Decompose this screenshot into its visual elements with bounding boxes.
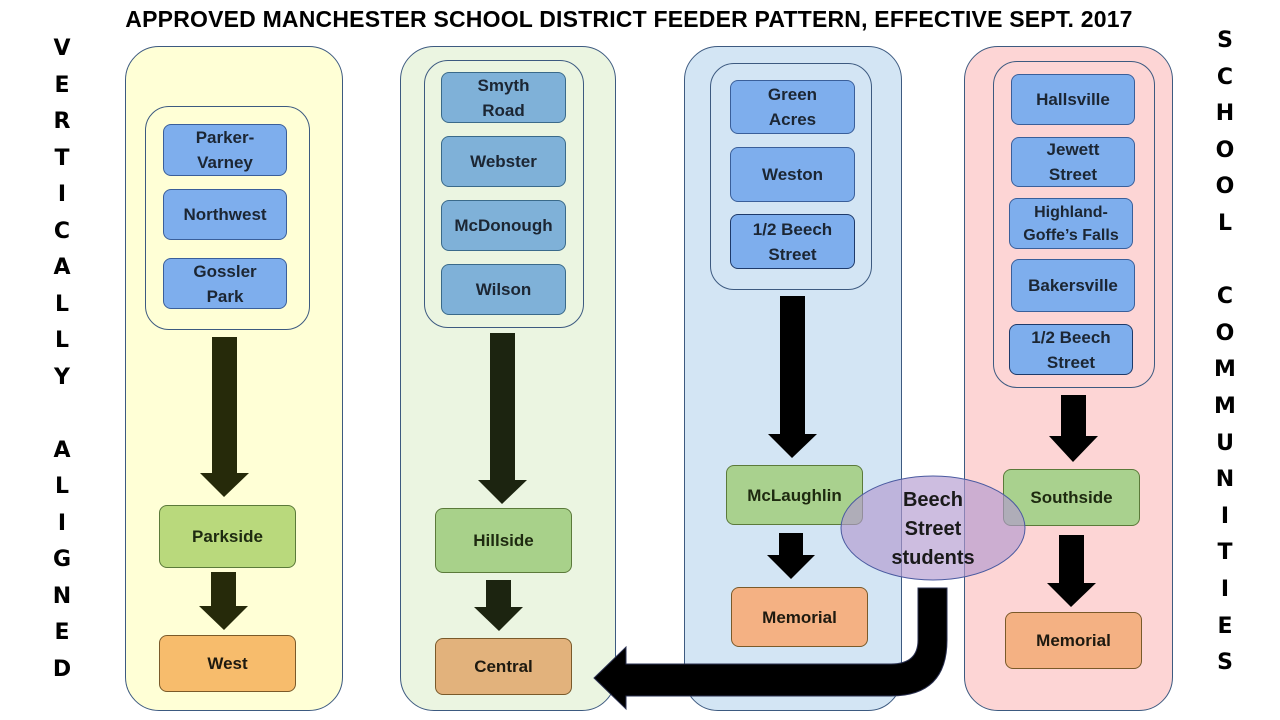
arrow-parkside-to-west <box>199 572 248 630</box>
elementary-group-parkside <box>145 106 310 330</box>
label-letter: U <box>1216 430 1234 456</box>
label-letter: I <box>57 182 67 207</box>
label-letter: V <box>53 36 71 61</box>
elementary-group-southside <box>993 61 1155 388</box>
middle-school-parkside: Parkside <box>159 505 296 568</box>
arrow-elementary-to-mclaughlin <box>768 296 817 458</box>
school-parker-varney: Parker- Varney <box>163 124 287 176</box>
label-letter: A <box>53 255 71 280</box>
label-letter: Y <box>54 364 70 390</box>
elementary-group-mclaughlin <box>710 63 872 290</box>
school-gossler-park: Gossler Park <box>163 258 287 309</box>
label-letter: L <box>54 474 70 499</box>
label-letter: I <box>1220 576 1230 602</box>
label-letter: C <box>53 218 71 244</box>
beech-street-ellipse <box>840 475 1026 581</box>
high-school-west: West <box>159 635 296 692</box>
label-letter: O <box>1215 320 1235 346</box>
arrow-elementary-to-parkside <box>200 337 249 497</box>
label-letter: E <box>1217 613 1233 639</box>
school-webster: Webster <box>441 136 566 187</box>
school-jewett-street: Jewett Street <box>1011 137 1135 187</box>
label-letter: C <box>1216 284 1234 310</box>
label-letter: N <box>1215 467 1235 493</box>
label-letter: I <box>1220 503 1230 529</box>
middle-school-mclaughlin: McLaughlin <box>726 465 863 525</box>
school-bakersville: Bakersville <box>1011 259 1135 312</box>
school-weston: Weston <box>730 147 855 202</box>
label-letter: R <box>53 109 71 134</box>
middle-school-hillside: Hillside <box>435 508 572 573</box>
arrow-elementary-to-southside <box>1049 395 1098 462</box>
school-mcdonough: McDonough <box>441 200 566 251</box>
label-letter: E <box>54 72 70 98</box>
school-smyth-road: Smyth Road <box>441 72 566 123</box>
label-letter: E <box>54 620 70 645</box>
school-green-acres: Green Acres <box>730 80 855 134</box>
high-school-memorial-southside: Memorial <box>1005 612 1142 669</box>
label-letter: M <box>1214 357 1236 383</box>
high-school-memorial-mclaughlin: Memorial <box>731 587 868 647</box>
label-letter: N <box>52 583 72 609</box>
label-letter: I <box>57 510 67 536</box>
label-letter: D <box>52 656 72 682</box>
label-letter: S <box>1217 650 1233 676</box>
label-letter: T <box>54 145 70 171</box>
school-wilson: Wilson <box>441 264 566 315</box>
school-half-beech-street-mclaughlin: 1/2 Beech Street <box>730 214 855 269</box>
school-northwest: Northwest <box>163 189 287 240</box>
school-highland-goffes-falls: Highland- Goffe’s Falls <box>1009 198 1133 249</box>
elementary-group-hillside <box>424 60 584 328</box>
label-letter: L <box>54 328 70 353</box>
label-letter: A <box>53 437 71 463</box>
label-letter: L <box>1217 210 1233 236</box>
label-letter: O <box>1215 137 1235 163</box>
school-half-beech-street-southside: 1/2 Beech Street <box>1009 324 1133 375</box>
label-letter: S <box>1217 28 1233 53</box>
middle-school-southside: Southside <box>1003 469 1140 526</box>
label-letter: M <box>1214 393 1236 419</box>
arrow-southside-to-memorial <box>1047 535 1096 607</box>
label-letter: C <box>1216 64 1234 90</box>
high-school-central: Central <box>435 638 572 695</box>
label-letter: T <box>1217 540 1233 566</box>
label-letter: G <box>52 547 72 572</box>
beech-street-students-label: Beech Street students <box>891 489 975 569</box>
arrow-mclaughlin-to-memorial <box>767 533 815 579</box>
arrow-elementary-to-hillside <box>478 333 527 504</box>
label-letter: H <box>1215 101 1235 127</box>
label-letter: L <box>54 291 70 317</box>
arrow-beech-to-central <box>593 587 948 711</box>
arrow-hillside-to-central <box>474 580 523 631</box>
label-letter: O <box>1215 174 1235 200</box>
school-hallsville: Hallsville <box>1011 74 1135 125</box>
diagram-title: APPROVED MANCHESTER SCHOOL DISTRICT FEED… <box>125 6 1133 32</box>
